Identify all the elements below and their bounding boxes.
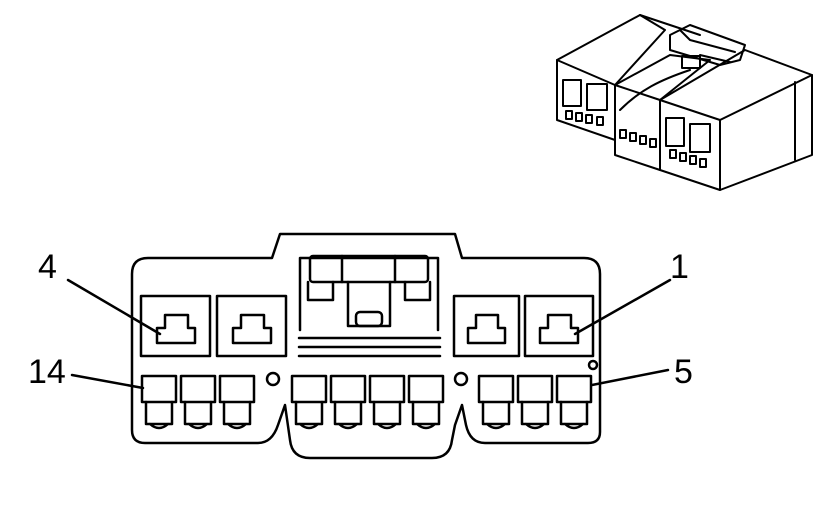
- small-cavity-6: [516, 374, 554, 430]
- small-cavity-7: [477, 374, 515, 430]
- large-cavity-2: [452, 294, 521, 358]
- small-cavity-14: [140, 374, 178, 430]
- small-cavity-9: [368, 374, 406, 430]
- pin-label-4: 4: [38, 248, 57, 286]
- large-cavity-4: [139, 294, 212, 358]
- leader-line-1: [573, 278, 672, 336]
- connector-face-view: [130, 232, 602, 460]
- large-cavity-3: [215, 294, 288, 358]
- connector-isometric-view: [556, 14, 813, 191]
- leader-line-14: [70, 373, 145, 390]
- housing-outline: [130, 232, 602, 460]
- pin-label-1: 1: [670, 248, 689, 286]
- leader-line-4: [66, 278, 162, 336]
- small-cavity-5: [555, 374, 593, 430]
- small-cavity-8: [407, 374, 445, 430]
- pin-label-14: 14: [28, 353, 66, 391]
- alignment-hole-left: [265, 371, 281, 387]
- leader-line-5: [590, 368, 670, 387]
- small-cavity-13: [179, 374, 217, 430]
- small-cavity-row: [140, 374, 593, 430]
- small-cavity-11: [290, 374, 328, 430]
- leader-lines: [66, 278, 672, 390]
- center-latch: [297, 254, 442, 358]
- alignment-hole-edge: [587, 359, 599, 371]
- small-cavity-10: [329, 374, 367, 430]
- pin-label-5: 5: [674, 353, 693, 391]
- large-cavity-1: [523, 294, 595, 358]
- small-cavity-12: [218, 374, 256, 430]
- alignment-hole-right: [453, 371, 469, 387]
